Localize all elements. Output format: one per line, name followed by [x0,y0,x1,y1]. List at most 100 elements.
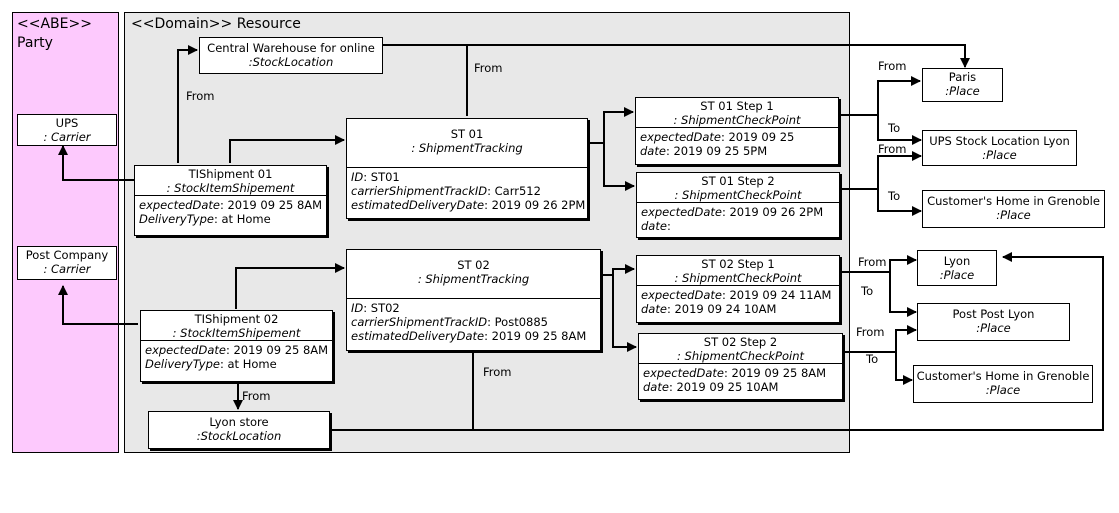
ti02-name: TIShipment 02 [194,312,279,326]
label-to-post-lyon: To [861,284,874,298]
st02-est-label: estimatedDeliveryDate [351,329,485,343]
carrier-post-company[interactable]: Post Company: Carrier [17,246,117,280]
ti02-expected-value: : 2019 09 25 8AM [225,343,329,357]
grenoble2-type: :Place [985,383,1021,397]
st02s2-date-label: date [643,380,669,394]
lyon-store-name: Lyon store [209,415,269,429]
st01s2-expected-label: expectedDate [641,205,722,219]
carrier-ups[interactable]: UPS: Carrier [17,114,117,146]
tracking-st01[interactable]: ST 01: ShipmentTracking ID: ST01 carrier… [346,118,588,219]
st01s2-name: ST 01 Step 2 [701,174,775,188]
st02s1-date-label: date [641,302,667,316]
ti01-expected-label: expectedDate [139,198,220,212]
label-to-grenoble-1: To [888,189,901,203]
st02-id-value: : ST02 [363,301,400,315]
label-from-paris: From [878,59,907,73]
post-lyon-name: Post Post Lyon [952,307,1035,321]
place-home-grenoble-1[interactable]: Customer's Home in Grenoble:Place [922,190,1105,228]
paris-name: Paris [948,70,977,84]
st01-est-label: estimatedDeliveryDate [351,198,485,212]
party-region: <<ABE>> Party [12,12,119,453]
resource-title: <<Domain>> Resource [131,16,301,32]
carrier-ups-type: : Carrier [43,130,91,144]
grenoble1-name: Customer's Home in Grenoble [927,194,1100,208]
tracking-st02[interactable]: ST 02: ShipmentTracking ID: ST02 carrier… [346,249,601,351]
lyon-name: Lyon [943,254,971,268]
ti01-delivery-label: DeliveryType [139,212,214,226]
st01s2-expected-value: : 2019 09 26 2PM [721,205,824,219]
st01-carrier-value: : Carr512 [487,184,541,198]
ti01-type: : StockItemShipement [166,181,295,195]
label-from-st02: From [483,365,512,379]
ti01-name: TIShipment 01 [188,167,273,181]
st01s2-date-label: date [641,219,667,233]
st01s2-type: : ShipmentCheckPoint [674,188,802,202]
st01s1-type: : ShipmentCheckPoint [673,113,801,127]
st01-type: : ShipmentTracking [411,141,523,155]
st02s1-expected-value: : 2019 09 24 11AM [721,288,832,302]
st01s2-date-value: : [666,219,671,233]
post-lyon-type: :Place [976,321,1011,335]
st02-type: : ShipmentTracking [417,272,530,286]
label-to-ups-lyon: To [888,121,901,135]
ti01-delivery-value: : at Home [213,212,271,226]
label-from-st01: From [474,61,503,75]
ti01-expected-value: : 2019 09 25 8AM [219,198,323,212]
st02s1-name: ST 02 Step 1 [701,257,775,271]
label-from-ups-lyon: From [878,142,907,156]
st01s1-expected-label: expectedDate [640,130,721,144]
carrier-post-type: : Carrier [43,262,91,276]
label-from-post-lyon: From [856,325,885,339]
grenoble1-type: :Place [996,208,1031,222]
location-lyon-store[interactable]: Lyon store:StockLocation [148,411,330,449]
st01-id-value: : ST01 [363,170,400,184]
st02s2-expected-label: expectedDate [643,366,724,380]
st02-name: ST 02 [457,258,490,272]
label-from-central: From [186,89,215,103]
party-stereotype: <<ABE>> [17,16,92,32]
lyon-store-type: :StockLocation [196,429,282,443]
ups-lyon-type: :Place [982,148,1017,162]
place-post-post-lyon[interactable]: Post Post Lyon:Place [917,303,1070,341]
place-paris[interactable]: Paris:Place [922,68,1003,102]
st02s2-date-value: : 2019 09 25 10AM [668,380,779,394]
place-home-grenoble-2[interactable]: Customer's Home in Grenoble:Place [913,365,1093,403]
shipment-ti02[interactable]: TIShipment 02: StockItemShipement expect… [140,310,333,382]
carrier-ups-name: UPS [55,116,79,130]
st01s1-date-label: date [640,144,666,158]
label-from-lyon: From [858,255,887,269]
st01s1-expected-value: : 2019 09 25 [720,130,795,144]
checkpoint-st02-step1[interactable]: ST 02 Step 1: ShipmentCheckPoint expecte… [636,255,840,323]
st01-name: ST 01 [450,127,484,141]
st02-est-value: : 2019 09 25 8AM [484,329,587,343]
grenoble2-name: Customer's Home in Grenoble [916,369,1090,383]
st02-carrier-value: : Post0885 [487,315,548,329]
paris-type: :Place [945,84,980,98]
st02-carrier-label: carrierShipmentTrackID [351,315,488,329]
st02s1-date-value: : 2019 09 24 10AM [666,302,777,316]
central-name: Central Warehouse for online [207,41,375,55]
st02s2-name: ST 02 Step 2 [703,335,778,349]
ups-lyon-name: UPS Stock Location Lyon [929,134,1070,148]
st01s1-date-value: : 2019 09 25 5PM [665,144,768,158]
ti02-delivery-label: DeliveryType [145,357,220,371]
checkpoint-st01-step2[interactable]: ST 01 Step 2: ShipmentCheckPoint expecte… [636,172,840,238]
place-lyon[interactable]: Lyon:Place [917,250,997,286]
st01-id-label: ID [351,170,364,184]
st02s2-type: : ShipmentCheckPoint [676,349,805,363]
lyon-type: :Place [939,268,975,282]
ti02-expected-label: expectedDate [145,343,226,357]
label-to-grenoble-2: To [866,352,879,366]
st02s2-expected-value: : 2019 09 25 8AM [723,366,827,380]
label-from-lyon-store: From [242,389,271,403]
st01-carrier-label: carrierShipmentTrackID [351,184,488,198]
place-ups-stock-lyon[interactable]: UPS Stock Location Lyon:Place [922,130,1077,166]
checkpoint-st01-step1[interactable]: ST 01 Step 1: ShipmentCheckPoint expecte… [635,97,839,165]
shipment-ti01[interactable]: TIShipment 01: StockItemShipement expect… [134,165,327,236]
st01s1-name: ST 01 Step 1 [700,99,774,113]
checkpoint-st02-step2[interactable]: ST 02 Step 2: ShipmentCheckPoint expecte… [638,333,843,400]
location-central-warehouse[interactable]: Central Warehouse for online:StockLocati… [199,37,383,74]
carrier-post-name: Post Company [25,248,109,262]
ti02-type: : StockItemShipement [172,326,301,340]
